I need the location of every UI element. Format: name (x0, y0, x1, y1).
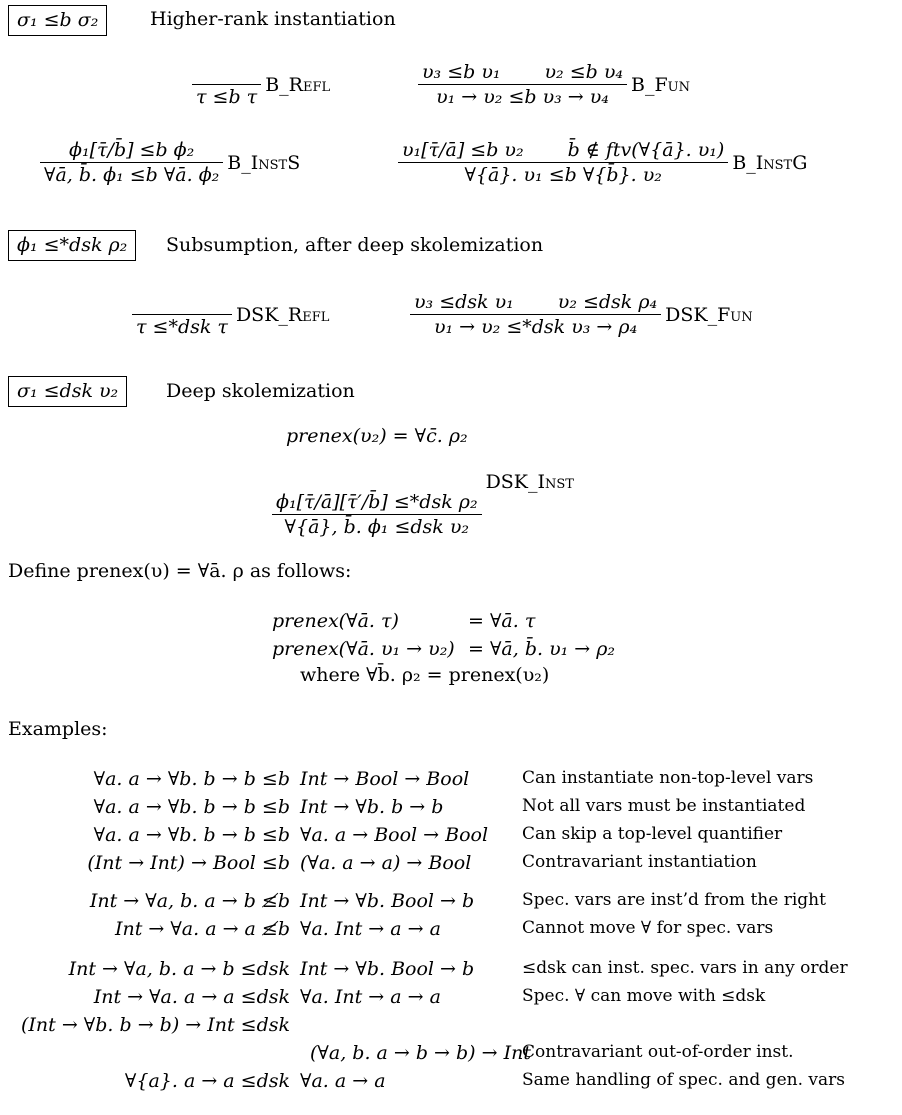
rule-dsk-fun-premise-1: υ₃ ≤dsk υ₁ (414, 291, 514, 313)
prenex-intro: Define prenex(υ) = ∀ā. ρ as follows: (8, 560, 352, 582)
example-rhs: ∀a. a → Bool → Bool (300, 824, 489, 846)
example-comment: Can instantiate non-top-level vars (522, 768, 814, 788)
prenex-def-lhs-2: prenex(∀ā. υ₁ → υ₂) (272, 638, 455, 660)
example-lhs: ∀a. a → ∀b. b → b ≤b (93, 796, 290, 818)
rule-b-instg-premise-2: b̄ ∉ ftv(∀{ā}. υ₁) (567, 139, 725, 161)
example-comment: Contravariant out-of-order inst. (522, 1042, 794, 1062)
example-comment: Spec. ∀ can move with ≤dsk (522, 986, 766, 1006)
example-lhs: Int → ∀a, b. a → b ≤dsk (68, 958, 290, 980)
example-lhs: ∀a. a → ∀b. b → b ≤b (93, 768, 290, 790)
example-rhs: Int → ∀b. b → b (300, 796, 444, 818)
example-comment: Same handling of spec. and gen. vars (522, 1070, 845, 1090)
rule-b-instg-premise-1: υ₁[τ̄/ā] ≤b υ₂ (402, 139, 524, 161)
rule-b-insts: ϕ₁[τ̄/b̄] ≤b ϕ₂ ∀ā, b̄. ϕ₁ ≤b ∀ā. ϕ₂ B_I… (40, 138, 300, 187)
example-rhs: (∀a, b. a → b → b) → Int (310, 1042, 531, 1064)
rule-b-instg-name: B_InstG (732, 151, 808, 174)
example-lhs: (Int → Int) → Bool ≤b (87, 852, 290, 874)
rule-dsk-inst-premise-1: prenex(υ₂) = ∀c̄. ρ₂ (285, 425, 468, 447)
rule-b-instg: υ₁[τ̄/ā] ≤b υ₂ b̄ ∉ ftv(∀{ā}. υ₁) ∀{ā}. … (398, 138, 807, 187)
rule-b-instg-conclusion: ∀{ā}. υ₁ ≤b ∀{b̄}. υ₂ (464, 164, 662, 186)
rule-dsk-fun-conclusion: υ₁ → υ₂ ≤*dsk υ₃ → ρ₄ (433, 316, 638, 338)
rule-dsk-refl: τ ≤*dsk τ DSK_Refl (132, 290, 329, 339)
example-rhs: Int → ∀b. Bool → b (300, 890, 475, 912)
rule-b-fun-premise-2: υ₂ ≤b υ₄ (544, 61, 624, 83)
rule-b-insts-premise: ϕ₁[τ̄/b̄] ≤b ϕ₂ (69, 139, 195, 161)
examples-heading: Examples: (8, 718, 108, 740)
example-lhs: (Int → ∀b. b → b) → Int ≤dsk (21, 1014, 290, 1036)
rule-b-insts-conclusion: ∀ā, b̄. ϕ₁ ≤b ∀ā. ϕ₂ (44, 164, 220, 186)
judgment-box-dsk-star: ϕ₁ ≤*dsk ρ₂ (8, 230, 137, 261)
example-comment: ≤dsk can inst. spec. vars in any order (522, 958, 848, 978)
rule-dsk-fun: υ₃ ≤dsk υ₁ υ₂ ≤dsk ρ₄ υ₁ → υ₂ ≤*dsk υ₃ →… (410, 290, 753, 339)
example-comment: Contravariant instantiation (522, 852, 757, 872)
rule-dsk-inst: prenex(υ₂) = ∀c̄. ρ₂ ϕ₁[τ̄/ā][τ̄′/b̄] ≤*… (272, 424, 574, 539)
example-rhs: Int → Bool → Bool (300, 768, 470, 790)
rule-dsk-inst-conclusion: ∀{ā}, b̄. ϕ₁ ≤dsk υ₂ (284, 516, 469, 538)
section-title-dsk: Deep skolemization (166, 380, 355, 402)
example-lhs: Int → ∀a, b. a → b ≰b (89, 890, 290, 912)
rule-b-refl-name: B_Refl (265, 73, 331, 96)
rule-dsk-fun-name: DSK_Fun (665, 303, 753, 326)
example-comment: Not all vars must be instantiated (522, 796, 806, 816)
prenex-where: where ∀b̄. ρ₂ = prenex(υ₂) (300, 664, 550, 686)
rule-dsk-refl-name: DSK_Refl (235, 303, 330, 326)
example-comment: Spec. vars are inst’d from the right (522, 890, 826, 910)
example-rhs: ∀a. Int → a → a (300, 986, 441, 1008)
rule-b-fun-premise-1: υ₃ ≤b υ₁ (422, 61, 501, 83)
example-rhs: Int → ∀b. Bool → b (300, 958, 475, 980)
prenex-def-rhs-1: = ∀ā. τ (468, 610, 536, 632)
rule-b-fun-name: B_Fun (631, 73, 690, 96)
example-lhs: Int → ∀a. a → a ≰b (114, 918, 290, 940)
judgment-box-b: σ₁ ≤b σ₂ (8, 5, 108, 36)
rule-b-fun: υ₃ ≤b υ₁ υ₂ ≤b υ₄ υ₁ → υ₂ ≤b υ₃ → υ₄ B_F… (418, 60, 690, 109)
section-title-b: Higher-rank instantiation (150, 8, 396, 30)
prenex-def-lhs-1: prenex(∀ā. τ) (272, 610, 399, 632)
example-lhs: Int → ∀a. a → a ≤dsk (93, 986, 290, 1008)
rule-dsk-refl-conclusion: τ ≤*dsk τ (136, 316, 228, 338)
example-comment: Can skip a top-level quantifier (522, 824, 783, 844)
example-rhs: (∀a. a → a) → Bool (300, 852, 472, 874)
rule-b-refl: τ ≤b τ B_Refl (192, 60, 330, 109)
section-title-dsk-star: Subsumption, after deep skolemization (166, 234, 544, 256)
example-lhs: ∀a. a → ∀b. b → b ≤b (93, 824, 290, 846)
rule-b-refl-conclusion: τ ≤b τ (196, 86, 258, 108)
rule-dsk-inst-name: DSK_Inst (485, 470, 574, 493)
judgment-box-dsk: σ₁ ≤dsk υ₂ (8, 376, 128, 407)
example-rhs: ∀a. Int → a → a (300, 918, 441, 940)
rule-dsk-inst-premise-2: ϕ₁[τ̄/ā][τ̄′/b̄] ≤*dsk ρ₂ (276, 491, 478, 513)
rule-dsk-fun-premise-2: υ₂ ≤dsk ρ₄ (557, 291, 658, 313)
example-lhs: ∀{a}. a → a ≤dsk (124, 1070, 290, 1092)
example-comment: Cannot move ∀ for spec. vars (522, 918, 774, 938)
prenex-def-rhs-2: = ∀ā, b̄. υ₁ → ρ₂ (468, 638, 616, 660)
rule-b-fun-conclusion: υ₁ → υ₂ ≤b υ₃ → υ₄ (436, 86, 609, 108)
rule-b-insts-name: B_InstS (227, 151, 301, 174)
example-rhs: ∀a. a → a (300, 1070, 386, 1092)
